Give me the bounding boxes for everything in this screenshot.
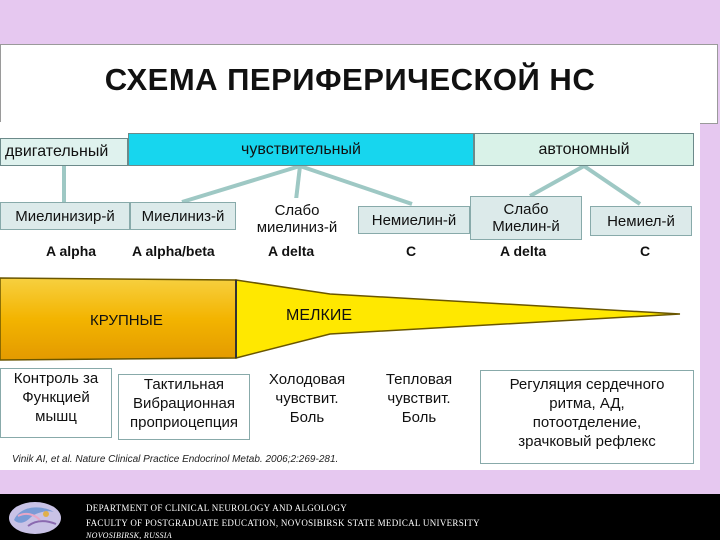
function-tactile: Тактильная Вибрационная проприоцепция [118,374,250,440]
brain-logo [9,502,61,534]
citation: Vinik AI, et al. Nature Clinical Practic… [12,454,339,465]
small-fibers-label: МЕЛКИЕ [286,307,352,324]
connector-lines [62,164,642,206]
subtype-thinly-myelinated-label: Слабо миелиниз-й [256,202,338,236]
category-autonomic: автономный [474,133,694,166]
fiber-diameter-wedge [0,277,681,361]
fiber-a-delta: A delta [268,243,315,259]
large-fibers-label: КРУПНЫЕ [90,312,163,329]
subtype-unmyelinated: Немиелин-й [358,206,470,234]
function-autonomic: Регуляция сердечного ритма, АД, потоотде… [480,370,694,464]
function-heat-pain: Тепловая чувствит. Боль [385,371,453,426]
subtype-unmyelinated-auto: Немиел-й [590,206,692,236]
connector-sens-2 [294,165,302,201]
subtype-myelinated: Миелинизир-й [0,202,130,230]
function-cold-pain: Холодовая чувствит. Боль [268,371,346,426]
subtype-myelinated-2-label: Миелиниз-й [141,207,225,225]
fiber-a-alpha-beta: A alpha/beta [132,243,215,259]
fiber-c-auto: C [640,243,651,259]
subtype-myelinated-2: Миелиниз-й [130,202,236,230]
category-sensory: чувствительный [128,133,474,166]
footer-city: NOVOSIBIRSK, RUSSIA [86,531,172,540]
fiber-a-delta-auto: A delta [500,243,547,259]
category-motor: двигательный [0,138,128,166]
connector-auto-1 [529,164,585,198]
fiber-a-alpha: A alpha [46,243,97,259]
subtype-thinly-myelinated-auto-label: Слабо Миелин-й [492,201,560,235]
subtype-unmyelinated-auto-label: Немиел-й [607,212,675,230]
fiber-c: C [406,243,417,259]
connector-auto-2 [582,164,642,206]
subtype-thinly-myelinated: Слабо миелиниз-й [236,198,358,240]
function-motor: Контроль за Функцией мышц [0,368,112,438]
connector-sens-3 [299,164,413,206]
title-frame [0,44,718,124]
subtype-unmyelinated-label: Немиелин-й [371,211,457,229]
connector-sens-1 [181,164,301,204]
footer-faculty: FACULTY OF POSTGRADUATE EDUCATION, NOVOS… [86,518,480,528]
footer-department: DEPARTMENT OF CLINICAL NEUROLOGY AND ALG… [86,503,348,513]
subtype-myelinated-label: Миелинизир-й [15,207,115,225]
page-title: СХЕМА ПЕРИФЕРИЧЕСКОЙ НС [104,62,596,97]
footer-bar [0,494,720,540]
subtype-thinly-myelinated-auto: Слабо Миелин-й [470,196,582,240]
